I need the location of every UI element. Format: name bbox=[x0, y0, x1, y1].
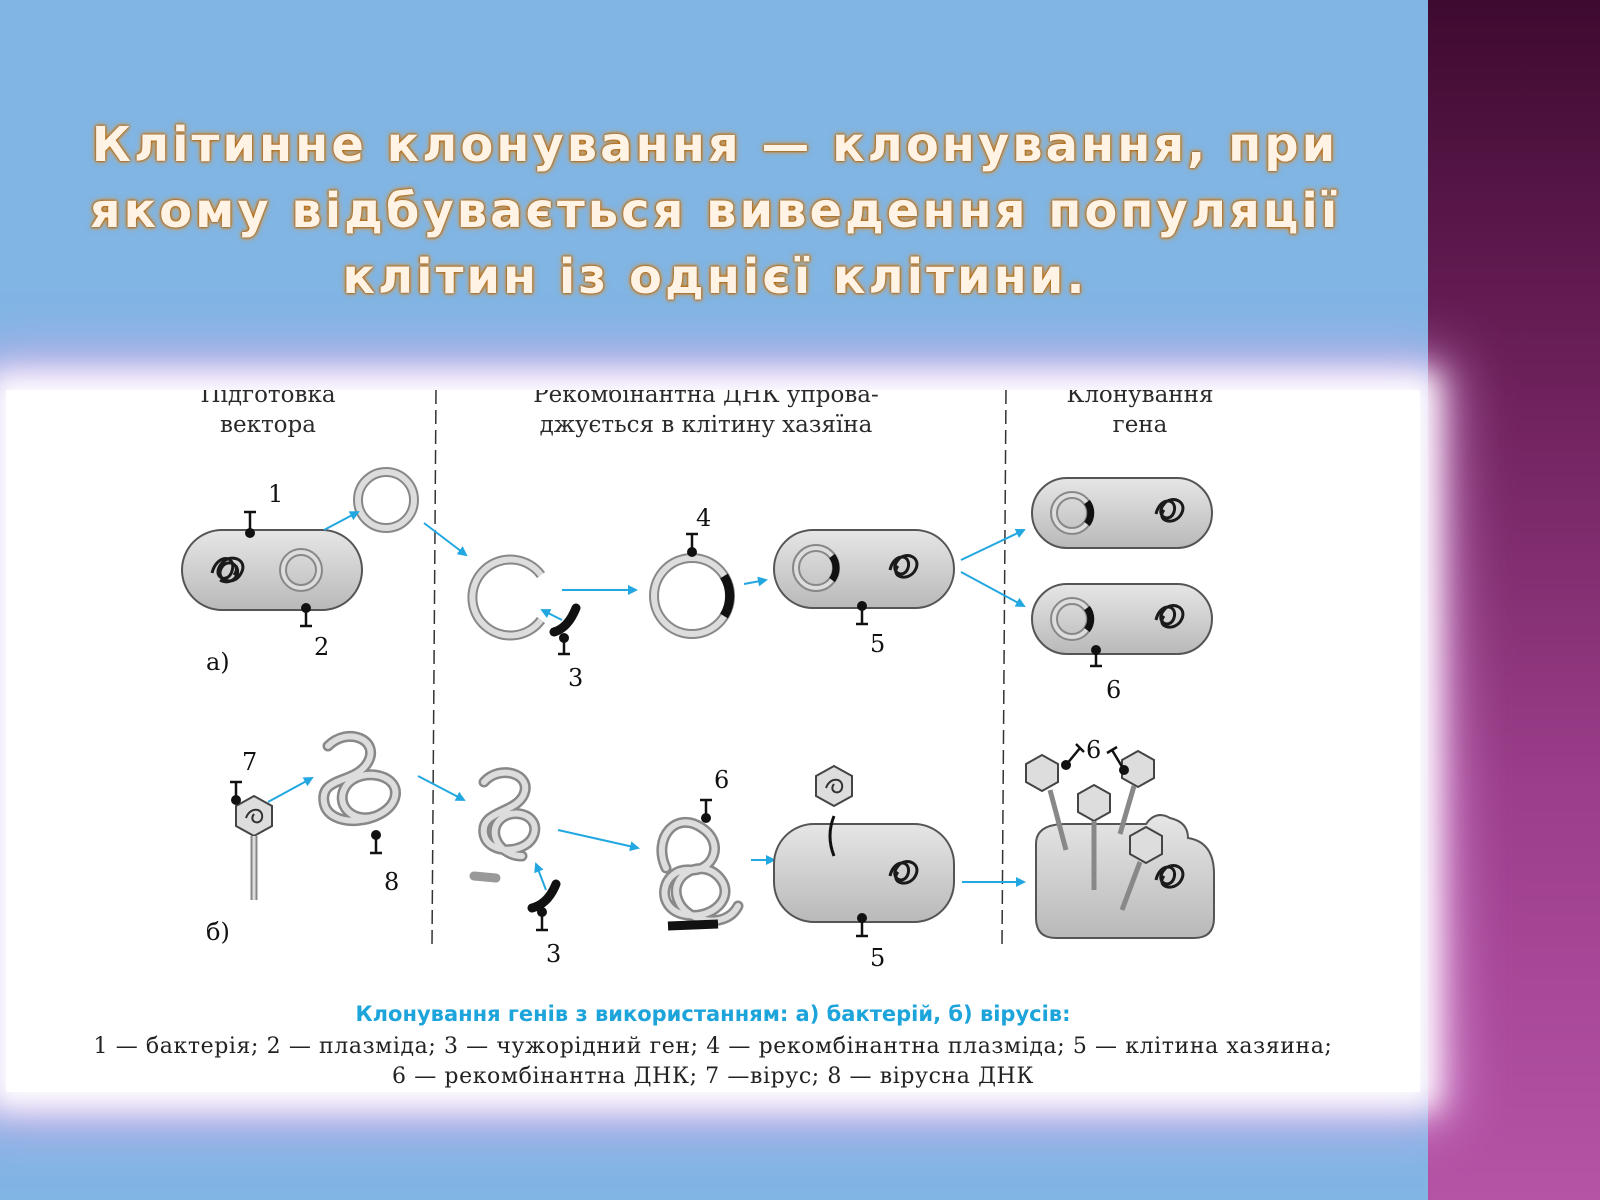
label-number-5-row-b: 5 bbox=[870, 944, 885, 972]
figure-caption-title: Клонування генів з використанням: а) бак… bbox=[355, 1002, 1071, 1026]
label-number-3: 3 bbox=[568, 664, 583, 692]
bacterium-cell bbox=[181, 529, 363, 611]
foreign-gene bbox=[527, 879, 561, 913]
decorative-side-band bbox=[1428, 0, 1600, 1200]
clone-cell bbox=[1031, 477, 1213, 549]
foreign-gene bbox=[549, 603, 581, 637]
label-number-2: 2 bbox=[314, 633, 329, 661]
label-number-6-row-b-clones: 6 bbox=[1086, 736, 1101, 764]
column-header-2-line-2: джується в клітину хазяїна bbox=[540, 412, 873, 438]
host-cell bbox=[773, 764, 955, 923]
figure-panel: Підготовка вектора Рекомбінантна ДНК упр… bbox=[6, 390, 1420, 1092]
slide-title: Клітинне клонування — клонування, при як… bbox=[89, 117, 1341, 305]
clone-cell bbox=[1031, 583, 1213, 655]
label-number-4: 4 bbox=[696, 504, 711, 532]
row-label-b: б) bbox=[206, 918, 230, 946]
lysing-cell-with-new-phages bbox=[1025, 749, 1215, 939]
label-number-5: 5 bbox=[870, 630, 885, 658]
cloning-diagram: Підготовка вектора Рекомбінантна ДНК упр… bbox=[181, 390, 1215, 972]
column-separator-1 bbox=[431, 390, 437, 946]
plasmid bbox=[353, 467, 419, 533]
row-label-a: а) bbox=[206, 648, 230, 676]
column-header-3-line-1: Клонування bbox=[1067, 390, 1214, 408]
column-header-1-line-2: вектора bbox=[220, 412, 316, 438]
label-number-1: 1 bbox=[268, 480, 283, 508]
recombinant-plasmid bbox=[649, 553, 735, 639]
column-header-1-line-1: Підготовка bbox=[200, 390, 335, 408]
column-header-2-line-1: Рекомбінантна ДНК упрова- bbox=[533, 390, 879, 408]
column-separator-2 bbox=[1001, 390, 1007, 946]
label-number-6: 6 bbox=[1106, 676, 1121, 704]
host-cell bbox=[773, 529, 955, 609]
figure-caption-legend-line-2: 6 — рекомбінантна ДНК; 7 —вірус; 8 — вір… bbox=[392, 1064, 1034, 1089]
label-number-8: 8 bbox=[384, 868, 399, 896]
label-number-7: 7 bbox=[242, 748, 257, 776]
label-number-3-row-b: 3 bbox=[546, 940, 561, 968]
column-header-3-line-2: гена bbox=[1113, 412, 1168, 438]
label-number-6-row-b: 6 bbox=[714, 766, 729, 794]
virus bbox=[235, 794, 273, 900]
figure-caption-legend-line-1: 1 — бактерія; 2 — плазміда; 3 — чужорідн… bbox=[93, 1034, 1333, 1059]
